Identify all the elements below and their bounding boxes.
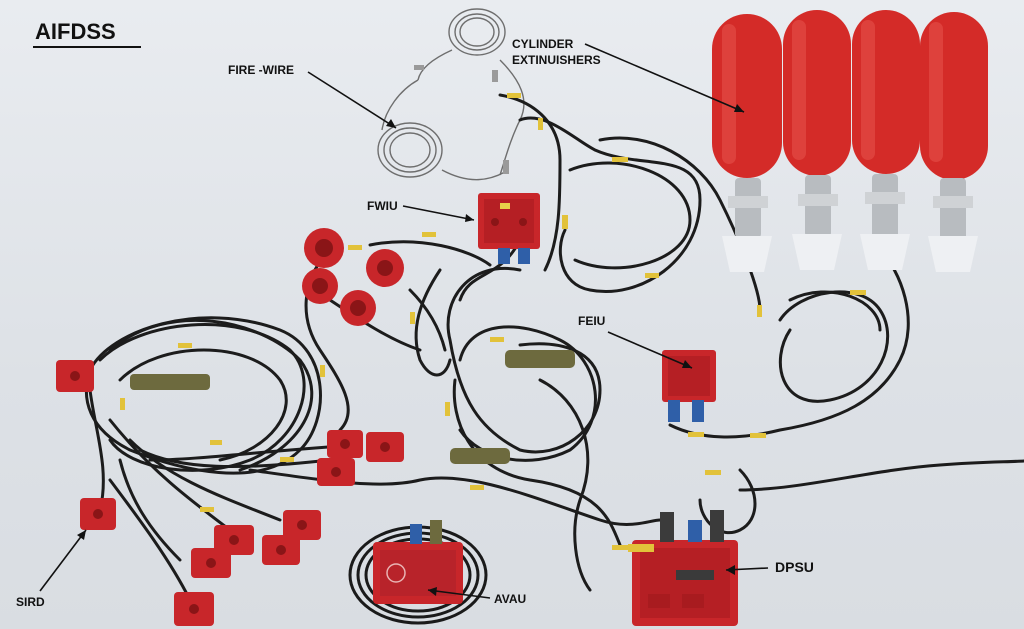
- label-avau: AVAU: [494, 592, 527, 606]
- label-dpsu: DPSU: [775, 559, 814, 575]
- cylinder-1: [712, 14, 782, 272]
- fwiu-unit: [478, 193, 540, 264]
- label-feiu: FEIU: [578, 314, 606, 328]
- label-fire-wire: FIRE -WIRE: [228, 63, 294, 77]
- label-cylinder-line1: CYLINDER: [512, 37, 574, 51]
- sird-units: [56, 360, 404, 626]
- round-sensors: [302, 228, 404, 326]
- cylinder-2: [783, 10, 851, 270]
- cylinder-extinguishers: [712, 10, 988, 272]
- cylinder-3: [852, 10, 920, 270]
- cable-sleeves: [120, 93, 866, 550]
- label-fwiu: FWIU: [367, 199, 398, 213]
- label-cylinder-line2: EXTINUISHERS: [512, 53, 601, 67]
- label-sird: SIRD: [16, 595, 45, 609]
- feiu-unit: [662, 350, 716, 422]
- connector-plugs: [130, 350, 575, 464]
- pointer-lines: [39, 43, 769, 599]
- cylinder-4: [920, 12, 988, 272]
- dpsu-unit: [628, 510, 738, 626]
- title-underline: [33, 46, 141, 48]
- avau-unit: [373, 520, 463, 604]
- page-title: AIFDSS: [35, 19, 116, 44]
- sird-lenses: [70, 371, 390, 614]
- fire-wire-coils: [377, 8, 525, 181]
- pointer-arrowheads: [77, 104, 744, 596]
